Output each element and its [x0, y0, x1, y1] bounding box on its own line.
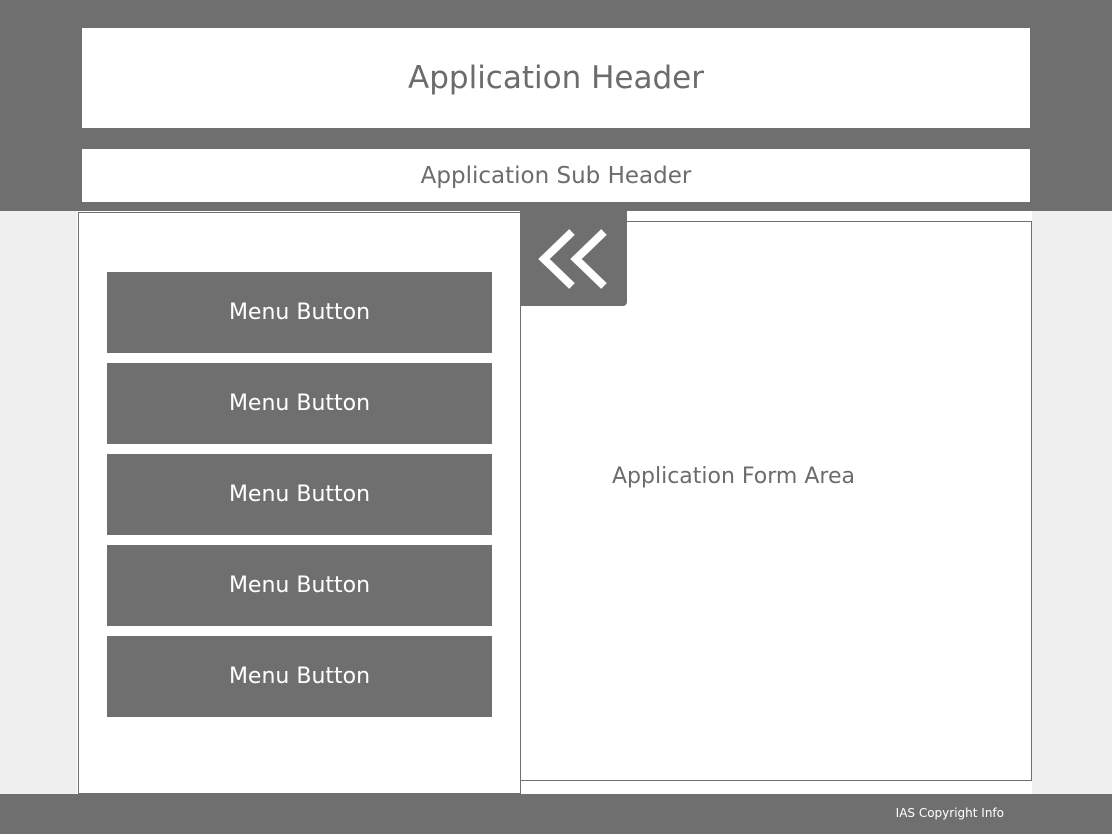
footer: IAS Copyright Info: [0, 794, 1112, 834]
application-header-title: Application Header: [408, 60, 704, 96]
sidebar-menu: Menu Button Menu Button Menu Button Menu…: [78, 212, 521, 794]
application-sub-header-title: Application Sub Header: [420, 162, 692, 189]
menu-button-2[interactable]: Menu Button: [107, 363, 492, 444]
menu-button-label: Menu Button: [228, 573, 371, 598]
application-sub-header: Application Sub Header: [82, 149, 1030, 202]
menu-button-label: Menu Button: [228, 482, 371, 507]
menu-button-label: Menu Button: [228, 664, 371, 689]
copyright-info: IAS Copyright Info: [895, 806, 1004, 820]
menu-button-label: Menu Button: [228, 391, 371, 416]
menu-button-5[interactable]: Menu Button: [107, 636, 492, 717]
application-form-area: [520, 221, 1032, 781]
menu-button-label: Menu Button: [228, 300, 371, 325]
application-form-area-label: Application Form Area: [612, 464, 855, 489]
menu-button-3[interactable]: Menu Button: [107, 454, 492, 535]
collapse-sidebar-button[interactable]: [520, 211, 627, 306]
menu-button-1[interactable]: Menu Button: [107, 272, 492, 353]
double-chevron-left-icon: [537, 228, 607, 289]
application-header: Application Header: [82, 28, 1030, 128]
menu-button-4[interactable]: Menu Button: [107, 545, 492, 626]
